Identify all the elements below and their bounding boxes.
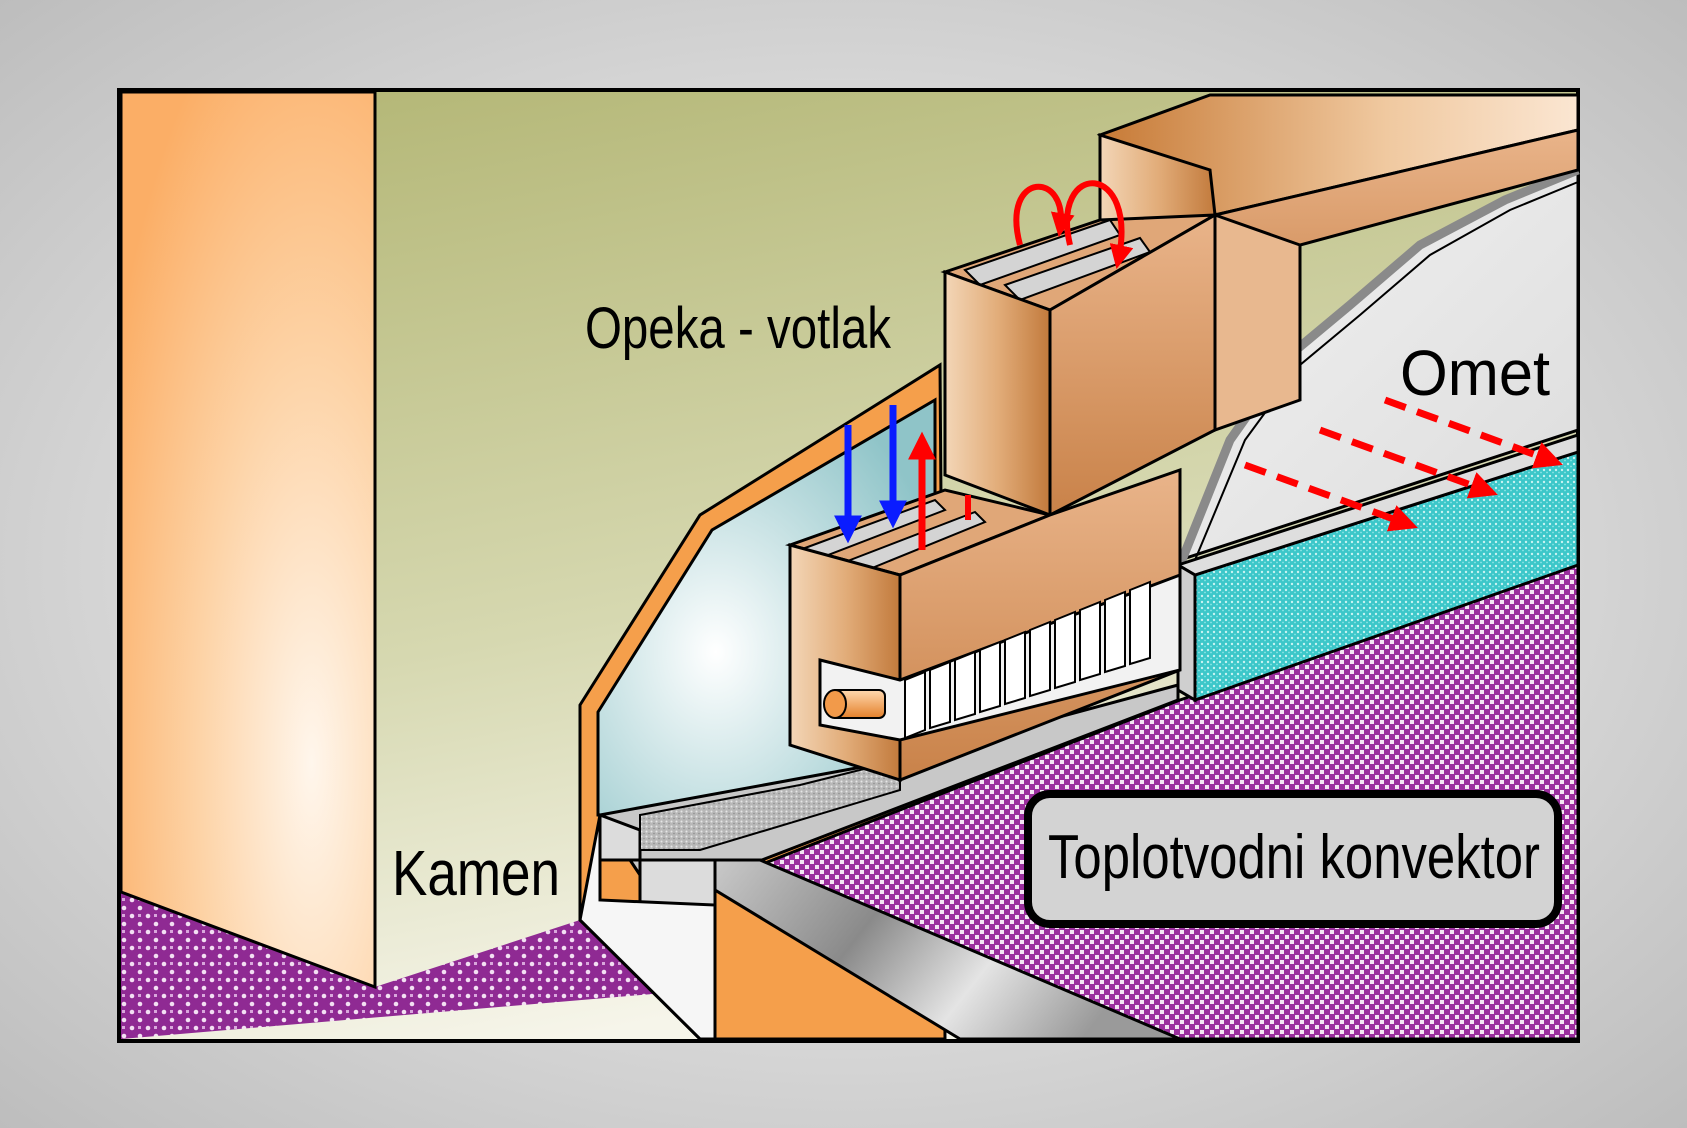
convector-fins <box>904 580 1151 740</box>
channel-front-edge <box>578 814 717 1041</box>
hot-air-curl-1 <box>1013 183 1075 246</box>
brick-middle-side <box>1213 212 1302 433</box>
heat-arrow-1 <box>1383 396 1563 469</box>
label-kamen: Kamen <box>392 837 560 909</box>
plaster-edge-outline <box>1194 181 1579 561</box>
heat-arrow-2 <box>1318 426 1498 499</box>
convector-label-box <box>1024 790 1562 928</box>
hot-air-curl-2 <box>1064 180 1134 270</box>
brick-upper-front <box>943 269 1052 518</box>
heat-arrow-3 <box>1243 461 1418 532</box>
label-opeka-votlak: Opeka - votlak <box>585 296 892 361</box>
label-omet: Omet <box>1400 337 1550 409</box>
brick-lower-front <box>788 543 902 783</box>
floor-left <box>121 892 700 1039</box>
label-toplotvodni-konvektor: Toplotvodni konvektor <box>1048 823 1540 892</box>
channel-gravel <box>639 758 901 851</box>
plaster-edge <box>1175 165 1580 567</box>
heating-pipe-end <box>823 689 847 719</box>
stone-pillar <box>119 90 377 990</box>
